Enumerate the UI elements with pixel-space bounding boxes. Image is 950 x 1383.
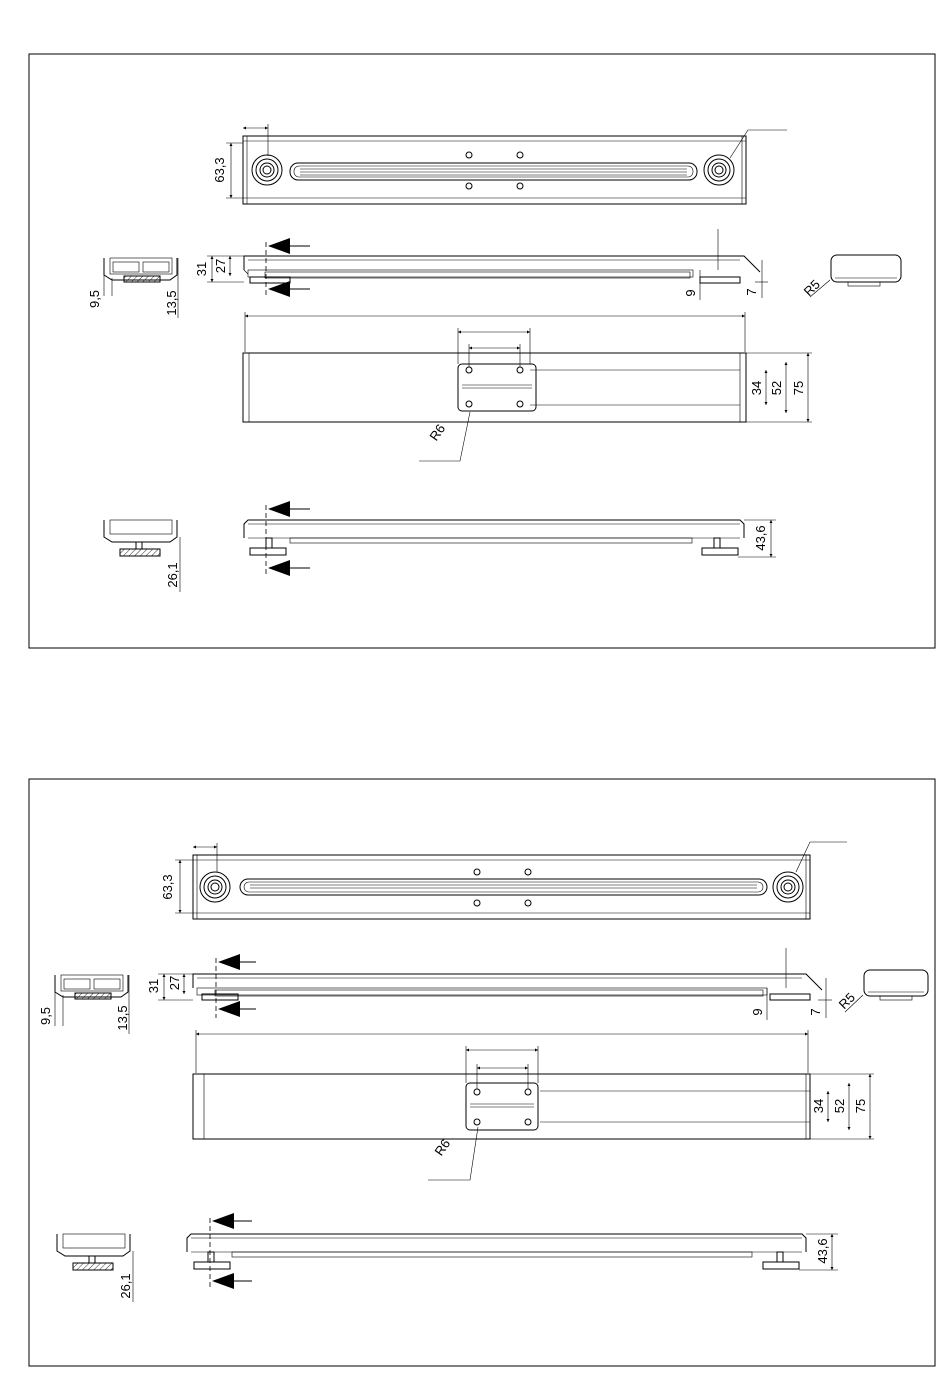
dim-31: 31 xyxy=(194,262,209,276)
side-view: 31 27 9 7 xyxy=(146,948,832,1020)
dim-9: 9 xyxy=(683,289,698,296)
mounting-plate xyxy=(466,1083,538,1130)
foot-view: R5 xyxy=(836,970,928,1012)
front-view: 43,6 xyxy=(244,501,776,576)
dim-27: 27 xyxy=(213,259,228,273)
side-view: 31 27 9 7 xyxy=(194,229,768,300)
dim-34: 34 xyxy=(749,381,764,395)
sheet-border xyxy=(29,54,935,648)
dim-r6: R6 xyxy=(426,421,448,443)
dim-27: 27 xyxy=(167,976,182,990)
dim-34: 34 xyxy=(811,1099,826,1113)
bottom-view: 34 52 75 R6 xyxy=(193,1030,874,1180)
dim-13-5: 13,5 xyxy=(164,290,179,315)
dim-9-5: 9,5 xyxy=(87,290,102,308)
plan-view: 63,3 xyxy=(212,124,787,204)
dim-7: 7 xyxy=(744,288,759,295)
dim-r5: R5 xyxy=(801,277,823,299)
sheet-2: 63,3 31 27 9 xyxy=(29,779,935,1366)
dim-9: 9 xyxy=(750,1008,765,1015)
plan-view: 63,3 xyxy=(160,842,847,919)
dim-43-6: 43,6 xyxy=(753,525,768,550)
cross-section: 9,5 13,5 xyxy=(38,975,130,1034)
mounting-plate xyxy=(458,364,536,411)
dim-13-5: 13,5 xyxy=(115,1005,130,1030)
dim-52: 52 xyxy=(769,381,784,395)
dim-26-1: 26,1 xyxy=(118,1273,133,1298)
dim-height-plan: 63,3 xyxy=(160,874,175,899)
dim-43-6: 43,6 xyxy=(815,1238,830,1263)
dim-52: 52 xyxy=(832,1099,847,1113)
dim-75: 75 xyxy=(853,1099,868,1113)
bottom-view: 34 52 75 R6 xyxy=(243,312,812,461)
foot-view: R5 xyxy=(801,255,901,299)
dim-75: 75 xyxy=(791,381,806,395)
cross-section-lower: 26,1 xyxy=(57,1234,133,1302)
sheet-1: 63,3 31 27 xyxy=(29,54,935,648)
dim-9-5: 9,5 xyxy=(38,1007,53,1025)
dim-31: 31 xyxy=(146,979,161,993)
front-view: 43,6 xyxy=(187,1213,838,1290)
dim-height-plan: 63,3 xyxy=(212,157,227,182)
dim-r6: R6 xyxy=(431,1136,453,1158)
dim-26-1: 26,1 xyxy=(165,562,180,587)
sheet-border xyxy=(29,779,935,1366)
dim-r5: R5 xyxy=(836,990,858,1012)
dim-7: 7 xyxy=(808,1008,823,1015)
cross-section-lower: 26,1 xyxy=(104,520,180,592)
cross-section: 9,5 13,5 xyxy=(87,258,179,318)
